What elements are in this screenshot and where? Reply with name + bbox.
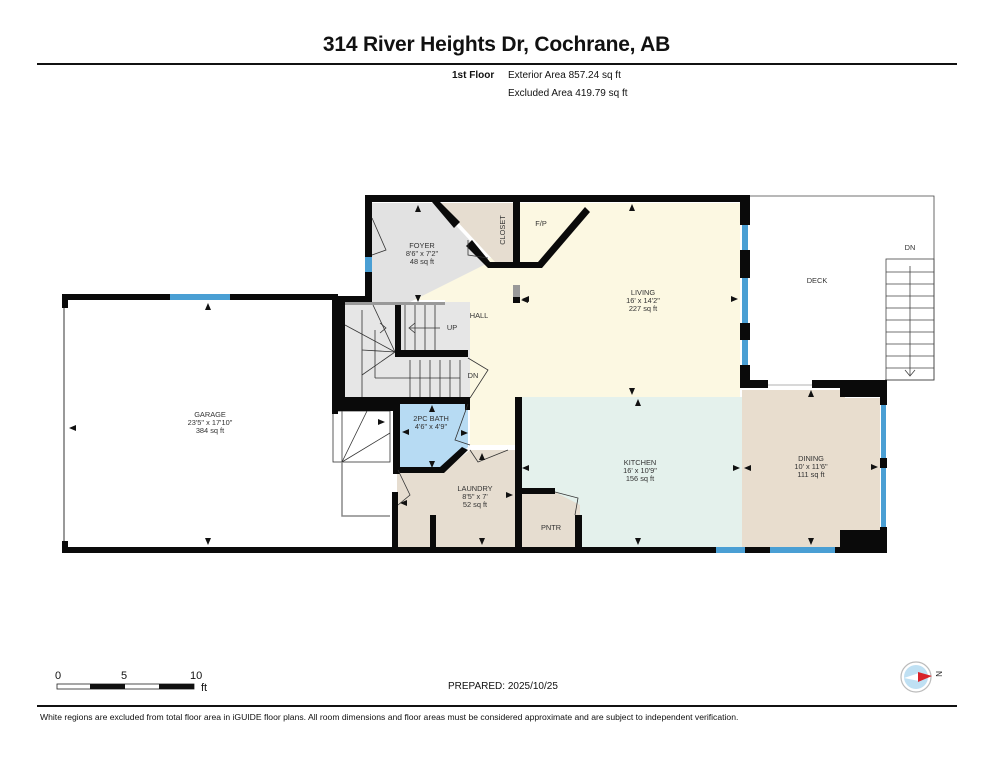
laundry-area: 52 sq ft (463, 500, 487, 509)
stairs-dn-label: DN (468, 371, 479, 380)
header-divider (37, 63, 957, 65)
dimension-markers (69, 204, 878, 545)
garage-dims: 23'5" x 17'10" (188, 418, 233, 427)
scale-tick-0: 0 (55, 670, 62, 682)
disclaimer-text: White regions are excluded from total fl… (40, 712, 739, 722)
kitchen-area: 156 sq ft (626, 474, 654, 483)
laundry-name: LAUNDRY (457, 484, 492, 493)
dining-area: 111 sq ft (797, 470, 824, 479)
deck-dn-label: DN (905, 243, 916, 252)
deck-name: DECK (807, 276, 828, 285)
living-area: 227 sq ft (629, 304, 657, 313)
room-fills (345, 203, 880, 547)
bath-name: 2PC BATH (413, 414, 449, 423)
dining-fill (742, 390, 880, 547)
kitchen-dims: 16' x 10'9" (623, 466, 657, 475)
closet-fill (440, 203, 515, 262)
deck (750, 195, 935, 381)
pantry-name: PNTR (541, 523, 561, 532)
bath-dims: 4'6" x 4'9" (415, 422, 448, 431)
compass-north-label: N (934, 671, 943, 677)
living-name: LIVING (631, 288, 655, 297)
room-labels: FOYER 8'6" x 7'2" 48 sq ft CLOSET F/P HA… (188, 215, 916, 532)
windows (170, 225, 886, 553)
foyer-dims: 8'6" x 7'2" (406, 249, 439, 258)
doors (371, 217, 812, 516)
fp-name: F/P (535, 219, 547, 228)
foyer-fill (372, 203, 490, 302)
dining-name: DINING (798, 454, 824, 463)
excluded-area: Excluded Area 419.79 sq ft (508, 88, 628, 99)
garage-area: 384 sq ft (196, 426, 224, 435)
prepared-date: PREPARED: 2025/10/25 (448, 681, 558, 692)
floor-label: 1st Floor (452, 70, 495, 81)
kitchen-name: KITCHEN (624, 458, 656, 467)
laundry-fill (397, 450, 515, 547)
footer-divider (37, 705, 957, 707)
north-compass-icon: N (900, 661, 943, 693)
exterior-area: Exterior Area 857.24 sq ft (508, 70, 621, 81)
garage-steps (332, 410, 391, 517)
stairs-detail (344, 304, 461, 400)
stairs-up-label: UP (447, 323, 457, 332)
scale-unit: ft (201, 682, 208, 694)
living-dims: 16' x 14'2" (626, 296, 660, 305)
scale-bar (56, 683, 195, 690)
scale-tick-10: 10 (190, 670, 203, 682)
closet-name: CLOSET (498, 215, 507, 245)
laundry-dims: 8'5" x 7' (462, 492, 488, 501)
scale-tick-5: 5 (121, 670, 128, 682)
page-title: 314 River Heights Dr, Cochrane, AB (322, 33, 671, 56)
hall-name: HALL (470, 311, 489, 320)
hall-fill (410, 258, 515, 445)
foyer-area: 48 sq ft (410, 257, 434, 266)
bath-fill (400, 403, 468, 470)
foyer-name: FOYER (409, 241, 434, 250)
garage-name: GARAGE (194, 410, 226, 419)
pantry-fill (522, 492, 580, 547)
dining-dims: 10' x 11'6" (794, 462, 828, 471)
